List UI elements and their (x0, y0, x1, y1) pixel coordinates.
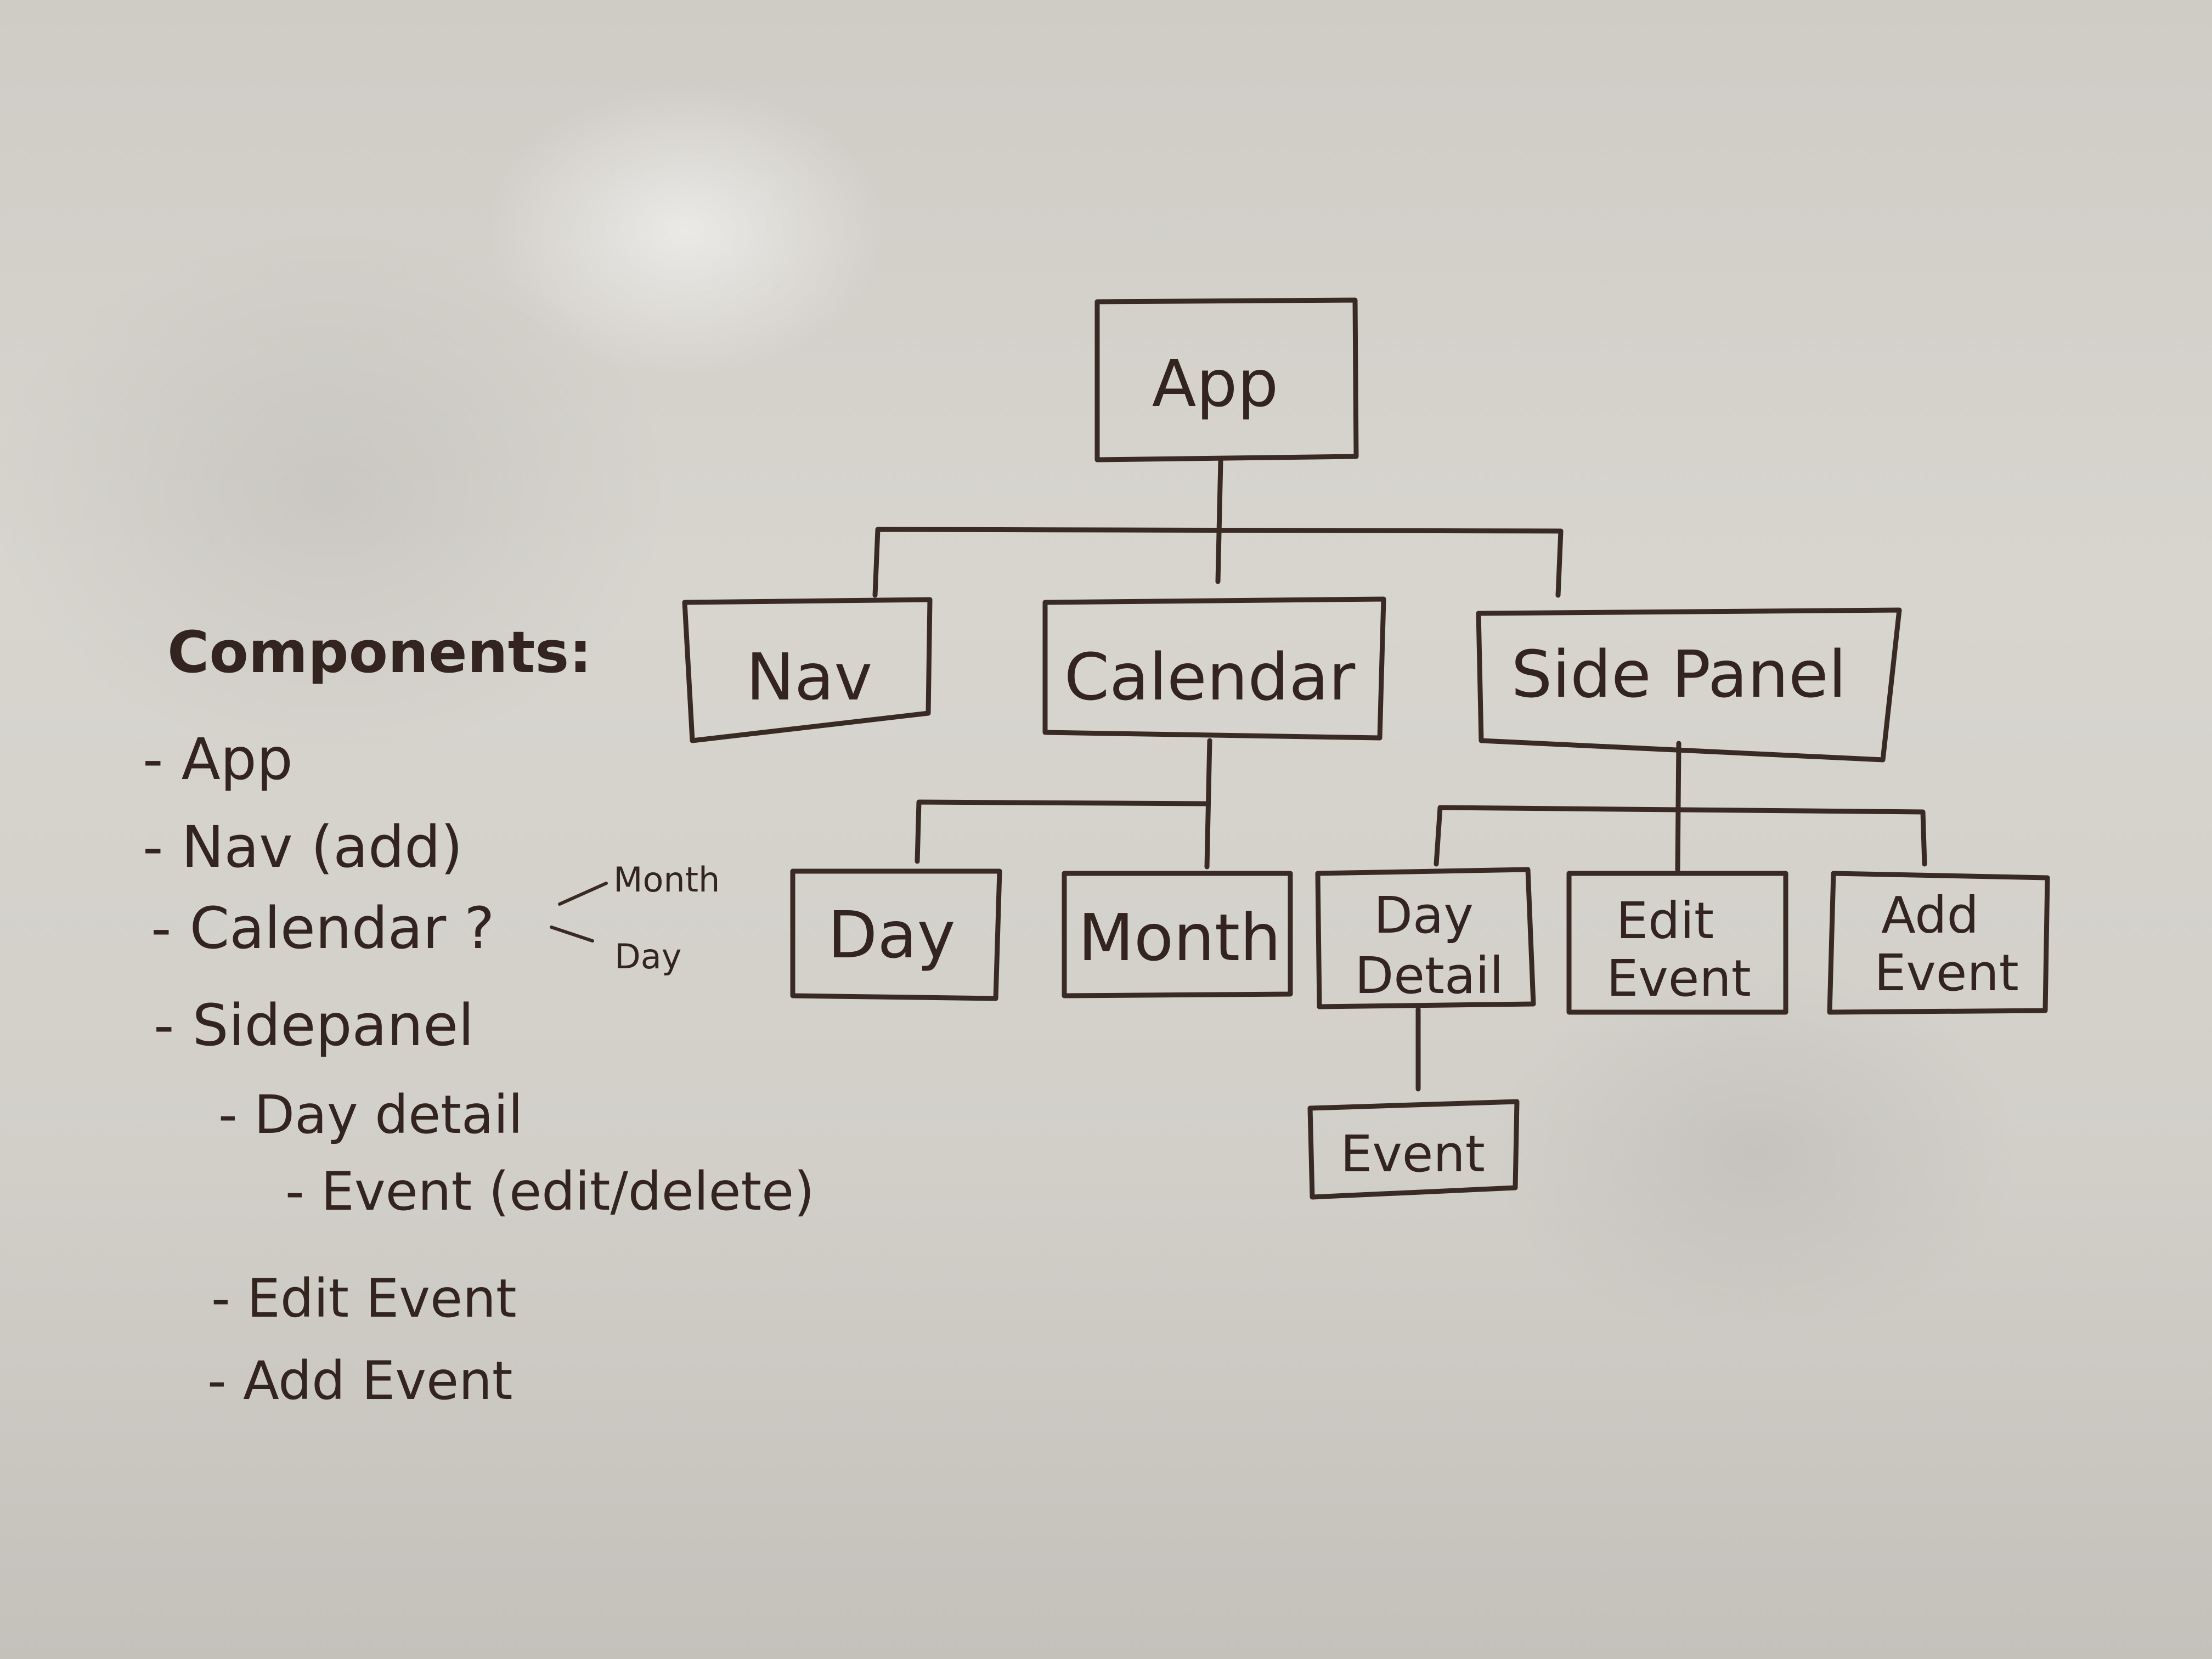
calendar-branch-month (558, 882, 608, 906)
notes-item-day-detail: - Day detail (218, 1084, 523, 1146)
node-calendar-box (1042, 596, 1386, 741)
node-add-event-label-line2: Event (1874, 944, 2019, 1002)
node-month-box (1062, 871, 1293, 998)
node-month-label: Month (1078, 900, 1281, 975)
node-event: Event (1307, 1099, 1520, 1200)
node-nav-label: Nav (746, 639, 872, 715)
node-month: Month (1062, 871, 1293, 998)
node-side-panel-label: Side Panel (1511, 636, 1846, 712)
notes-item-nav: - Nav (add) (143, 814, 463, 881)
node-edit-event-label-line2: Event (1606, 949, 1751, 1008)
node-edit-event-label-line1: Edit (1616, 891, 1714, 950)
edge-app-trunk (1215, 458, 1223, 584)
notes-item-calendar: - Calendar ? (151, 895, 495, 962)
node-app-box (1094, 297, 1359, 462)
node-edit-event-box (1566, 871, 1788, 1015)
node-calendar-label: Calendar (1064, 639, 1356, 715)
node-side-panel-box (1476, 607, 1902, 763)
edge-calendar-day (915, 799, 1210, 864)
node-day-detail-label-line2: Detail (1355, 946, 1503, 1005)
node-day-detail: Day Detail (1315, 867, 1536, 1009)
notes-item-edit-event: - Edit Event (211, 1268, 517, 1329)
node-calendar: Calendar (1042, 596, 1386, 741)
notes-calendar-option-day: Day (614, 936, 681, 977)
node-side-panel: Side Panel (1476, 607, 1902, 763)
notes-item-app: - App (143, 726, 293, 793)
node-app: App (1094, 297, 1359, 462)
notes-heading: Components: (167, 619, 592, 686)
node-add-event: Add Event (1827, 871, 2050, 1015)
node-event-box (1307, 1099, 1520, 1200)
node-add-event-label-line1: Add (1881, 886, 1979, 945)
node-add-event-box (1827, 871, 2050, 1015)
edge-app-children-bar (872, 527, 1564, 598)
notes-item-sidepanel: - Sidepanel (154, 992, 474, 1059)
components-notes: Components: - App - Nav (add) - Calendar… (143, 619, 815, 1412)
tree-connectors (872, 458, 1927, 1092)
node-day-label: Day (827, 897, 955, 973)
notes-calendar-option-month: Month (613, 860, 720, 900)
node-day-detail-box (1315, 867, 1536, 1009)
edge-sidepanel-children-bar (1434, 805, 1927, 867)
node-app-label: App (1152, 346, 1279, 421)
edge-sidepanel-trunk (1675, 741, 1681, 872)
node-nav: Nav (682, 597, 933, 743)
node-day-detail-label-line1: Day (1374, 886, 1474, 945)
node-nav-box (682, 597, 933, 743)
node-day: Day (790, 868, 1002, 1001)
notes-item-add-event: - Add Event (207, 1350, 513, 1412)
notes-item-event: - Event (edit/delete) (285, 1161, 815, 1222)
node-edit-event: Edit Event (1566, 871, 1788, 1015)
calendar-branch-day (550, 926, 594, 943)
node-event-label: Event (1340, 1125, 1485, 1183)
node-day-box (790, 868, 1002, 1001)
